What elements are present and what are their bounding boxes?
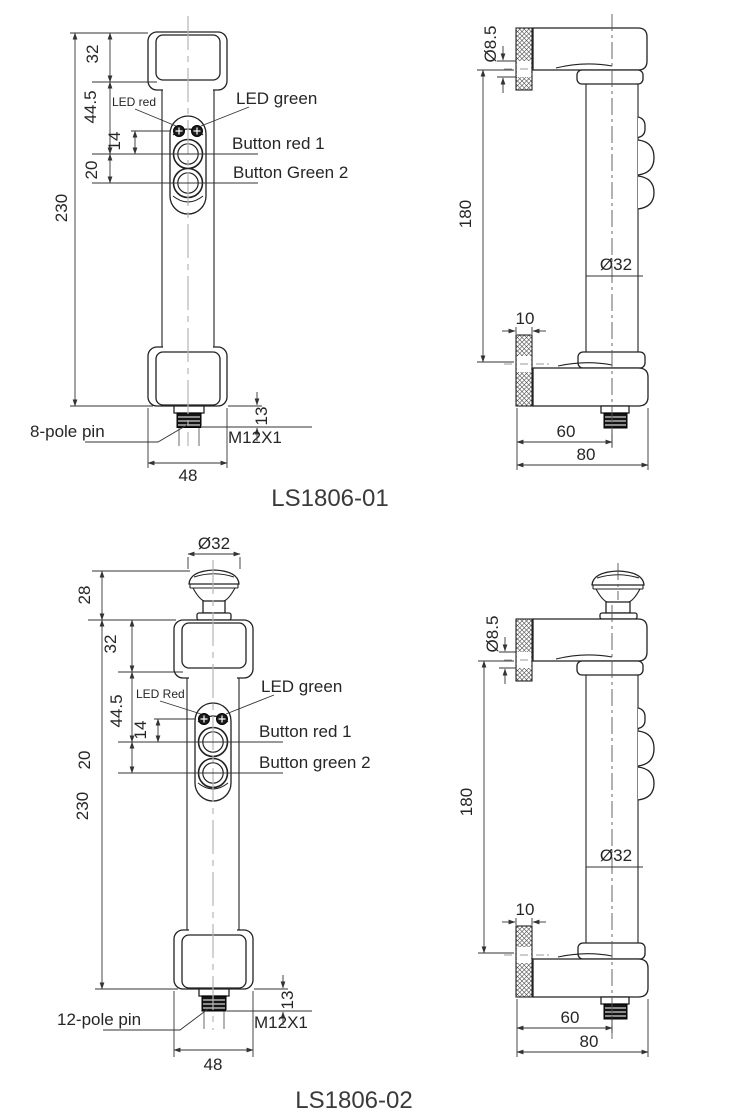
dim-20-label: 20	[82, 161, 101, 180]
dim-d8-5-label-2: Ø8.5	[483, 616, 502, 653]
dim-180-label-2: 180	[457, 788, 476, 816]
side-dimensions-2: Ø8.5 180 Ø32 10 60 80	[457, 616, 649, 1057]
led-green-callout: LED green	[236, 89, 317, 108]
front-dimensions-2: Ø32 28 230 32 44.5 14 20	[73, 534, 312, 1074]
dim-44-5-label: 44.5	[81, 90, 100, 123]
dim-80-label-2: 80	[580, 1032, 599, 1051]
button-green-callout-2: Button green 2	[259, 753, 371, 772]
model-title-ls1806-01: LS1806-01	[271, 485, 388, 512]
dim-d32-label-2: Ø32	[600, 846, 632, 865]
button-green-callout: Button Green 2	[233, 163, 348, 182]
led-red-indicator	[173, 125, 185, 137]
dim-20-label-2: 20	[75, 751, 94, 770]
led-red-callout-2: LED Red	[136, 687, 185, 701]
dim-80-label: 80	[577, 445, 596, 464]
side-connector-stub	[600, 405, 630, 429]
connector-stub	[173, 405, 205, 446]
side-connector-stub-2	[600, 996, 630, 1020]
front-callouts-2: LED Red LED green Button red 1 Button gr…	[57, 677, 371, 1031]
ls1806-02-front-view: Ø32 28 230 32 44.5 14 20	[57, 534, 371, 1074]
button-red-callout-2: Button red 1	[259, 722, 352, 741]
dim-d32-label: Ø32	[600, 255, 632, 274]
dim-13-label-2: 13	[278, 991, 297, 1010]
dim-14-label-2: 14	[131, 721, 150, 740]
connector-stub-2	[198, 988, 230, 1029]
estop-button	[188, 569, 240, 621]
side-outline	[504, 27, 655, 429]
dim-d8-5-label: Ø8.5	[481, 26, 500, 63]
ls1806-01-front-view: 230 32 44.5 14 20 48 13 M12X1	[30, 16, 348, 485]
dim-13-label: 13	[252, 407, 271, 426]
side-button-bumps-2	[637, 707, 655, 801]
model-title-ls1806-02: LS1806-02	[295, 1087, 412, 1114]
dim-14-label: 14	[105, 132, 124, 151]
ls1806-01-side-view: Ø8.5 180 Ø32 10 60 80	[456, 14, 655, 470]
dim-10-label-2: 10	[516, 900, 535, 919]
dim-28-label: 28	[75, 586, 94, 605]
dim-48-label: 48	[179, 466, 198, 485]
front-dimensions: 230 32 44.5 14 20 48 13 M12X1	[52, 32, 312, 485]
dim-230-label: 230	[52, 194, 71, 222]
thread-label-2: M12X1	[254, 1013, 308, 1032]
dim-10-label: 10	[516, 309, 535, 328]
dim-180-label: 180	[456, 200, 475, 228]
dim-d32-top-label: Ø32	[198, 534, 230, 553]
dim-44-5-label-2: 44.5	[107, 694, 126, 727]
side-button-bumps	[637, 116, 655, 210]
dim-32-label: 32	[83, 45, 102, 64]
pin-callout: 8-pole pin	[30, 422, 105, 441]
dim-60-label-2: 60	[561, 1008, 580, 1027]
thread-label: M12X1	[228, 428, 282, 447]
led-green-indicator-2	[216, 713, 228, 725]
dim-230-label-2: 230	[73, 792, 92, 820]
front-callouts: LED red LED green Button red 1 Button Gr…	[30, 89, 348, 443]
pin-callout-2: 12-pole pin	[57, 1010, 141, 1029]
led-green-callout-2: LED green	[261, 677, 342, 696]
side-outline-2	[504, 570, 655, 1020]
dim-48-label-2: 48	[204, 1055, 223, 1074]
led-red-indicator-2	[198, 713, 210, 725]
front-outline-2	[173, 569, 254, 1029]
dim-32-label-2: 32	[101, 635, 120, 654]
dim-60-label: 60	[557, 422, 576, 441]
ls1806-02-side-view: Ø8.5 180 Ø32 10 60 80	[457, 563, 655, 1057]
led-green-indicator	[191, 125, 203, 137]
side-dimensions: Ø8.5 180 Ø32 10 60 80	[456, 26, 649, 470]
button-red-callout: Button red 1	[232, 134, 325, 153]
led-red-callout: LED red	[112, 95, 156, 109]
